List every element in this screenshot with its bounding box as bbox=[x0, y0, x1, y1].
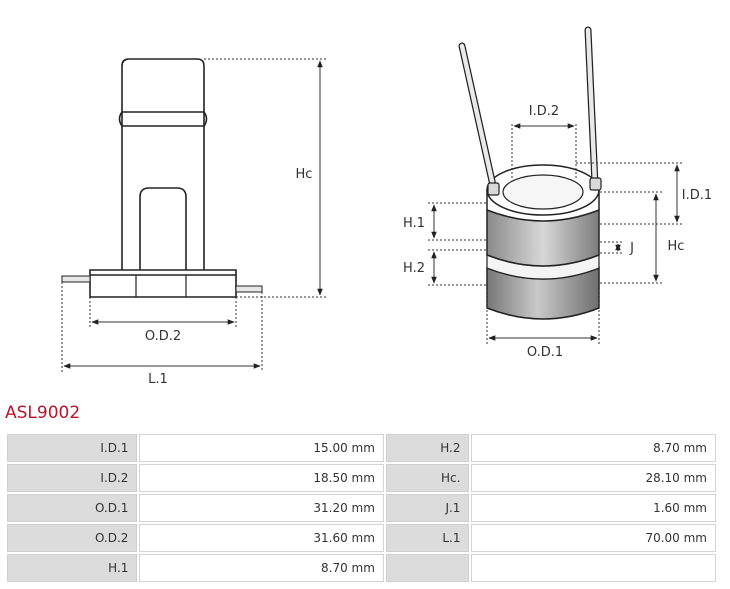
spec-label: H.1 bbox=[7, 554, 138, 582]
label-l1: L.1 bbox=[148, 372, 168, 387]
table-row: H.1 8.70 mm bbox=[7, 554, 716, 582]
spec-label: L.1 bbox=[385, 524, 470, 552]
spec-value: 8.70 mm bbox=[471, 434, 716, 462]
spec-label: Hc. bbox=[385, 464, 470, 492]
spec-label: O.D.1 bbox=[7, 494, 138, 522]
spec-value bbox=[471, 554, 716, 582]
spec-value: 15.00 mm bbox=[139, 434, 384, 462]
label-od2: O.D.2 bbox=[145, 329, 181, 344]
side-view: Hc O.D.2 L.1 bbox=[61, 58, 326, 387]
specifications-table: I.D.1 15.00 mm H.2 8.70 mm I.D.2 18.50 m… bbox=[5, 432, 718, 584]
spec-value: 8.70 mm bbox=[139, 554, 384, 582]
side-view-dimensions bbox=[61, 58, 326, 372]
slip-ring-side-body bbox=[61, 58, 263, 298]
label-hc-left: Hc bbox=[296, 167, 313, 182]
label-h2: H.2 bbox=[403, 261, 425, 276]
spec-label: I.D.2 bbox=[7, 464, 138, 492]
spec-value: 1.60 mm bbox=[471, 494, 716, 522]
spec-label bbox=[385, 554, 470, 582]
table-row: I.D.1 15.00 mm H.2 8.70 mm bbox=[7, 434, 716, 462]
iso-view-dimensions bbox=[428, 123, 683, 344]
technical-drawing: Hc O.D.2 L.1 bbox=[61, 26, 712, 387]
label-hc-right: Hc bbox=[668, 239, 685, 254]
spec-label: I.D.1 bbox=[7, 434, 138, 462]
spec-value: 31.20 mm bbox=[139, 494, 384, 522]
spec-value: 18.50 mm bbox=[139, 464, 384, 492]
spec-label: O.D.2 bbox=[7, 524, 138, 552]
label-od1: O.D.1 bbox=[527, 345, 563, 360]
spec-value: 28.10 mm bbox=[471, 464, 716, 492]
label-j: J bbox=[629, 241, 634, 256]
spec-value: 31.60 mm bbox=[139, 524, 384, 552]
table-row: O.D.1 31.20 mm J.1 1.60 mm bbox=[7, 494, 716, 522]
spec-value: 70.00 mm bbox=[471, 524, 716, 552]
table-row: O.D.2 31.60 mm L.1 70.00 mm bbox=[7, 524, 716, 552]
label-h1: H.1 bbox=[403, 216, 425, 231]
slip-ring-iso-body bbox=[458, 26, 602, 320]
label-id1: I.D.1 bbox=[682, 188, 712, 203]
spec-label: H.2 bbox=[385, 434, 470, 462]
table-row: I.D.2 18.50 mm Hc. 28.10 mm bbox=[7, 464, 716, 492]
isometric-view: I.D.2 I.D.1 H.1 H.2 J Hc O.D.1 bbox=[403, 26, 712, 360]
part-number-title: ASL9002 bbox=[5, 403, 81, 423]
spec-label: J.1 bbox=[385, 494, 470, 522]
label-id2: I.D.2 bbox=[529, 104, 559, 119]
